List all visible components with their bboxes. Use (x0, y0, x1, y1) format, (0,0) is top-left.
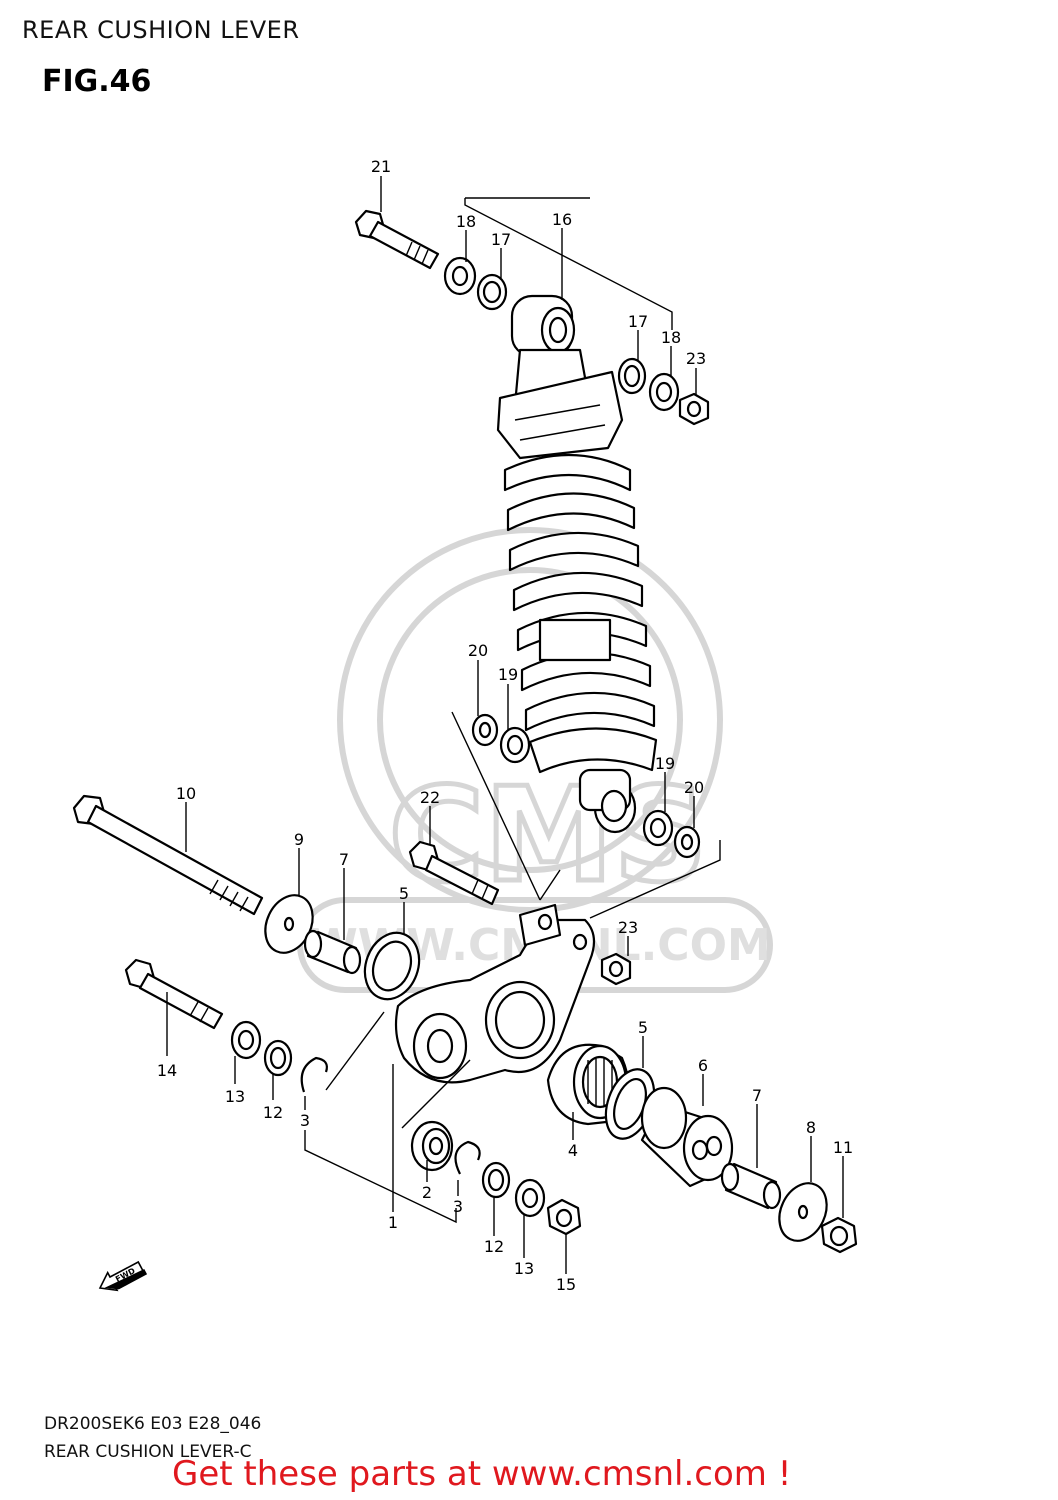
part-15-nut (546, 1198, 582, 1236)
part-3-snap-ring-left (300, 1056, 328, 1093)
part-16-rear-shock-absorber (496, 294, 658, 834)
part-23-nut-mid (600, 952, 632, 986)
callout-20: 20 (468, 641, 488, 660)
part-19-seal-left (499, 726, 531, 764)
part-2-bearing (410, 1120, 454, 1172)
callout-22: 22 (420, 788, 440, 807)
callout-labels: 21 18 17 16 17 18 23 20 19 19 20 10 22 9… (157, 157, 853, 1294)
callout-23: 23 (618, 918, 638, 937)
part-18-collar-top (443, 256, 477, 296)
part-17-seal-top (476, 273, 508, 311)
callout-18: 18 (661, 328, 681, 347)
part-10-long-bolt (72, 794, 264, 916)
callout-2: 2 (422, 1183, 432, 1202)
part-8-washer (778, 1182, 828, 1242)
part-13-collar-left (230, 1020, 262, 1060)
callout-14: 14 (157, 1061, 177, 1080)
leader-lines (166, 176, 844, 1274)
callout-3: 3 (453, 1197, 463, 1216)
part-19-seal-right (642, 809, 674, 847)
callout-17: 17 (491, 230, 511, 249)
part-5-seal-left (363, 931, 421, 1001)
part-11-nut (820, 1216, 858, 1254)
callout-21: 21 (371, 157, 391, 176)
part-23-nut-top (678, 392, 710, 426)
diagram-caption: REAR CUSHION LEVER-C (44, 1442, 252, 1462)
part-3-snap-ring-right (454, 1140, 481, 1175)
callout-12: 12 (263, 1103, 283, 1122)
part-12-seal-right (481, 1161, 511, 1199)
callout-1: 1 (388, 1213, 398, 1232)
figure-number: FIG.46 (42, 64, 152, 99)
forward-arrow-icon: FWD (98, 1260, 148, 1292)
part-17-seal-right (617, 357, 647, 395)
part-14-bolt (124, 958, 224, 1030)
callout-3: 3 (300, 1111, 310, 1130)
part-13-collar-right (514, 1178, 546, 1218)
callout-15: 15 (556, 1275, 576, 1294)
callout-20: 20 (684, 778, 704, 797)
shock-mount-bracket (464, 197, 673, 330)
part-20-washer-right (673, 825, 701, 859)
callout-4: 4 (568, 1141, 578, 1160)
part-22-bolt (408, 840, 500, 906)
part-7-sleeve-right (720, 1162, 782, 1210)
callout-6: 6 (698, 1056, 708, 1075)
callout-9: 9 (294, 830, 304, 849)
part-21-bolt (354, 209, 440, 270)
callout-19: 19 (498, 665, 518, 684)
callout-13: 13 (225, 1087, 245, 1106)
callout-5: 5 (638, 1018, 648, 1037)
callout-12: 12 (484, 1237, 504, 1256)
part-20-washer-left (471, 713, 499, 747)
part-18-collar-right (648, 372, 680, 412)
callout-5: 5 (399, 884, 409, 903)
part-1-cushion-lever (394, 903, 596, 1084)
part-7-sleeve-left (303, 929, 362, 975)
callout-7: 7 (752, 1086, 762, 1105)
part-12-seal-left (263, 1039, 293, 1077)
part-6-spacer (640, 1086, 734, 1188)
diagram-code: DR200SEK6 E03 E28_046 (44, 1414, 262, 1434)
callout-19: 19 (655, 754, 675, 773)
callout-16: 16 (552, 210, 572, 229)
get-parts-link[interactable]: Get these parts at www.cmsnl.com ! (172, 1454, 792, 1494)
callout-18: 18 (456, 212, 476, 231)
callout-17: 17 (628, 312, 648, 331)
callout-11: 11 (833, 1138, 853, 1157)
page-title: REAR CUSHION LEVER (22, 16, 300, 44)
callout-10: 10 (176, 784, 196, 803)
callout-13: 13 (514, 1259, 534, 1278)
callout-8: 8 (806, 1118, 816, 1137)
callout-23: 23 (686, 349, 706, 368)
callout-7: 7 (339, 850, 349, 869)
